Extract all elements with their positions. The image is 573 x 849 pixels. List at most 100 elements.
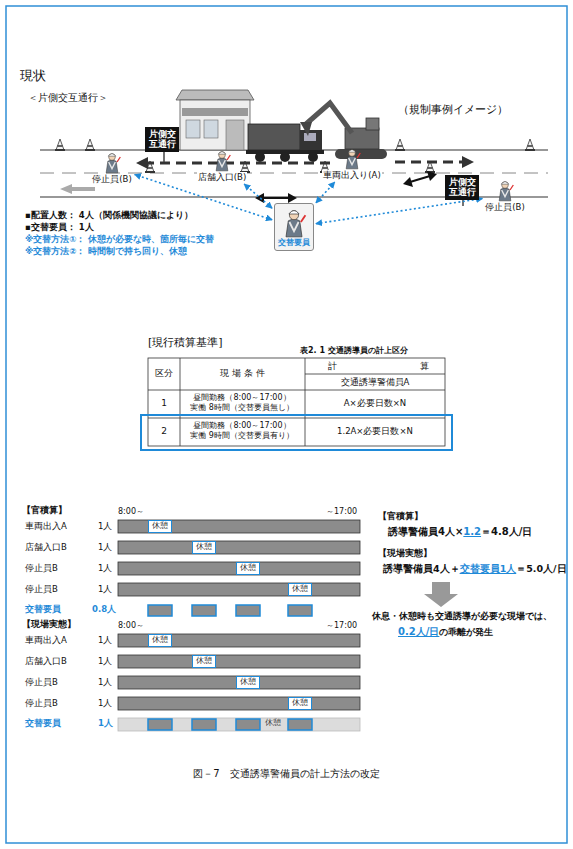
work-bar <box>118 520 360 533</box>
guard-icon <box>357 153 360 158</box>
break-box: 休憩 <box>236 676 260 689</box>
text-label: 店舗入口B <box>25 542 67 553</box>
highlight-frame <box>141 415 452 450</box>
relief-guard-box: 交替要員 <box>274 203 314 251</box>
break-box: 休憩 <box>288 583 312 596</box>
guard-icon <box>510 185 513 190</box>
work-bar <box>118 541 360 554</box>
dump-truck <box>300 130 322 152</box>
text-label: 車両出入A <box>25 521 67 532</box>
text-label: 0.8人 <box>92 604 116 615</box>
relief-link <box>244 184 272 208</box>
text-label: 停止員B <box>25 563 58 574</box>
excavator <box>300 103 387 159</box>
shop-building <box>180 100 250 150</box>
relief-slot <box>236 719 260 730</box>
dump-truck <box>280 152 290 162</box>
text-label: 停止員B <box>25 677 58 688</box>
text-label: 1.2A×必要日数×N <box>305 426 445 437</box>
work-bar <box>118 634 360 647</box>
figure-caption: 図－7 交通誘導警備員の計上方法の改定 <box>0 768 573 781</box>
text-label: 1人 <box>98 656 112 667</box>
node-text: 停止員(B) <box>484 202 525 212</box>
guard-icon <box>342 146 362 170</box>
guard-icon <box>499 188 511 201</box>
cones <box>85 139 95 151</box>
table-grid <box>305 374 445 375</box>
guard-icon <box>117 157 120 162</box>
text-label: ※交替方法②： 時間制で持ち回り、休憩 <box>25 246 187 257</box>
work-bar <box>118 655 360 668</box>
cones <box>55 139 535 173</box>
node-text: 交替要員 <box>278 238 310 248</box>
text-label: 1.2 <box>463 526 481 539</box>
text-label: ＝5.0人/日 <box>516 563 566 575</box>
double-arrow <box>288 193 297 203</box>
road <box>40 150 548 197</box>
dump-truck <box>246 124 324 162</box>
double-arrow <box>262 197 290 199</box>
guard-figure: 車両出入り(A) <box>322 146 381 180</box>
relief-slot <box>288 605 312 616</box>
traffic-flow-arrow <box>148 162 330 165</box>
guard-icon <box>495 178 515 202</box>
guard-icon <box>102 150 122 174</box>
double-arrow <box>427 171 437 181</box>
guard-icon <box>227 155 230 160</box>
text-label: 8:00～ <box>118 507 144 517</box>
guard-icon <box>501 182 509 185</box>
table-grid <box>148 358 445 446</box>
text-label: 交替要員 <box>25 718 61 729</box>
down-arrow <box>424 582 458 607</box>
text-label: 【官積算】 <box>22 505 67 516</box>
text-label: 休憩 <box>265 718 281 728</box>
road <box>60 184 95 194</box>
break-box: 休憩 <box>236 562 260 575</box>
work-bar <box>118 583 360 596</box>
text-label: 【現場実態】 <box>22 619 76 630</box>
relief-slot <box>148 605 312 730</box>
guard-icon <box>218 152 226 155</box>
node-text: 片側交互通行 <box>148 129 176 150</box>
text-label: 誘導警備員4人× <box>388 526 463 539</box>
work-bar <box>118 562 360 575</box>
double-arrow <box>255 171 437 203</box>
guard-icon <box>219 152 226 159</box>
text-label: [現行積算基準] <box>148 336 223 350</box>
excavator <box>335 149 387 159</box>
text-label: 2 <box>148 426 180 437</box>
text-label: 計 <box>328 361 337 372</box>
table-grid <box>180 358 181 446</box>
text-label: 1人 <box>98 584 112 595</box>
excavator <box>300 122 312 136</box>
text-label: 車両出入A <box>25 635 67 646</box>
sign-pole <box>163 150 165 162</box>
text-label: 1人 <box>98 698 112 709</box>
work-bar <box>118 676 360 689</box>
node-text: 休憩 <box>149 521 171 531</box>
cones <box>395 139 405 151</box>
guard-icon <box>349 158 356 165</box>
text-label: 昼間勤務（8:00～17:00） 実働 9時間（交替要員有り） <box>188 421 296 442</box>
guard-icon <box>280 206 308 238</box>
shop-building <box>204 120 218 138</box>
traffic-flow-arrow <box>136 157 148 169</box>
text-label: 表2. 1 交通誘導員の計上区分 <box>300 346 408 356</box>
node-text: 車両出入り(A) <box>322 170 381 180</box>
table-grid <box>305 358 306 446</box>
traffic-flow-arrow <box>395 161 462 164</box>
sign-box: 片側交互通行 <box>145 127 179 152</box>
cones <box>525 139 535 151</box>
work-bar <box>118 697 360 710</box>
node-text: 休憩 <box>289 584 311 594</box>
guard-icon <box>349 150 356 157</box>
text-label: 8:00～ <box>118 621 144 631</box>
dump-truck <box>248 124 300 150</box>
relief-link <box>316 199 482 224</box>
guard-icon <box>106 160 118 173</box>
guard-icon <box>346 156 358 169</box>
relief-slot <box>148 719 172 730</box>
guard-icon <box>216 158 228 171</box>
relief-slot <box>192 605 216 616</box>
